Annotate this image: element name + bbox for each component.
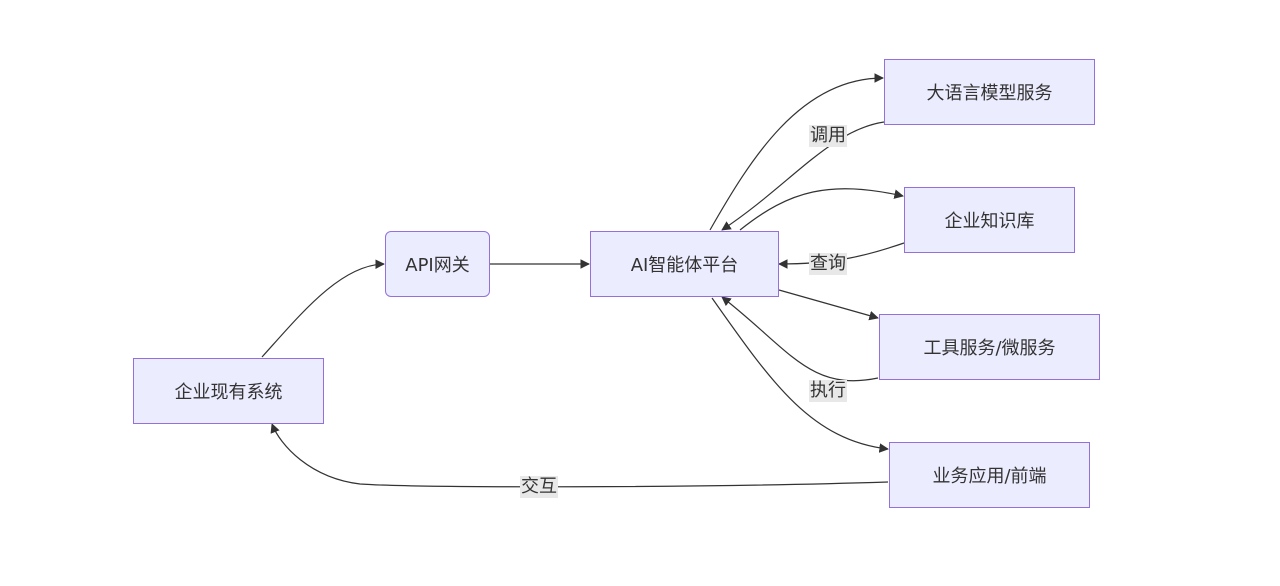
- edge-platform-to-kb: [739, 188, 904, 231]
- node-enterprise-system: 企业现有系统: [133, 358, 324, 424]
- node-business-app: 业务应用/前端: [889, 442, 1090, 508]
- node-llm-service-label: 大语言模型服务: [926, 83, 1053, 104]
- edge-label-query: 查询: [809, 253, 847, 275]
- edge-platform-to-llm: [709, 73, 884, 231]
- edge-label-call: 调用: [809, 125, 847, 147]
- edge-platform-to-app: [711, 297, 889, 453]
- node-ai-platform-label: AI智能体平台: [630, 255, 739, 276]
- node-ai-platform: AI智能体平台: [590, 231, 779, 297]
- edge-app-to-system: [270, 423, 889, 488]
- edge-platform-to-tools: [778, 289, 879, 321]
- edge-system-to-gateway: [261, 259, 385, 358]
- edge-llm-to-platform: [721, 121, 885, 231]
- node-enterprise-system-label: 企业现有系统: [174, 382, 283, 403]
- node-api-gateway-label: API网关: [405, 255, 470, 276]
- node-tool-service-label: 工具服务/微服务: [923, 338, 1056, 359]
- edge-label-execute: 执行: [809, 380, 847, 402]
- edge-tools-to-platform: [721, 296, 879, 382]
- node-api-gateway: API网关: [385, 231, 490, 297]
- node-knowledge-base-label: 企业知识库: [944, 211, 1035, 232]
- node-llm-service: 大语言模型服务: [884, 59, 1095, 125]
- node-tool-service: 工具服务/微服务: [879, 314, 1100, 380]
- node-knowledge-base: 企业知识库: [904, 187, 1075, 253]
- edge-label-interact: 交互: [520, 476, 558, 498]
- node-business-app-label: 业务应用/前端: [932, 466, 1047, 487]
